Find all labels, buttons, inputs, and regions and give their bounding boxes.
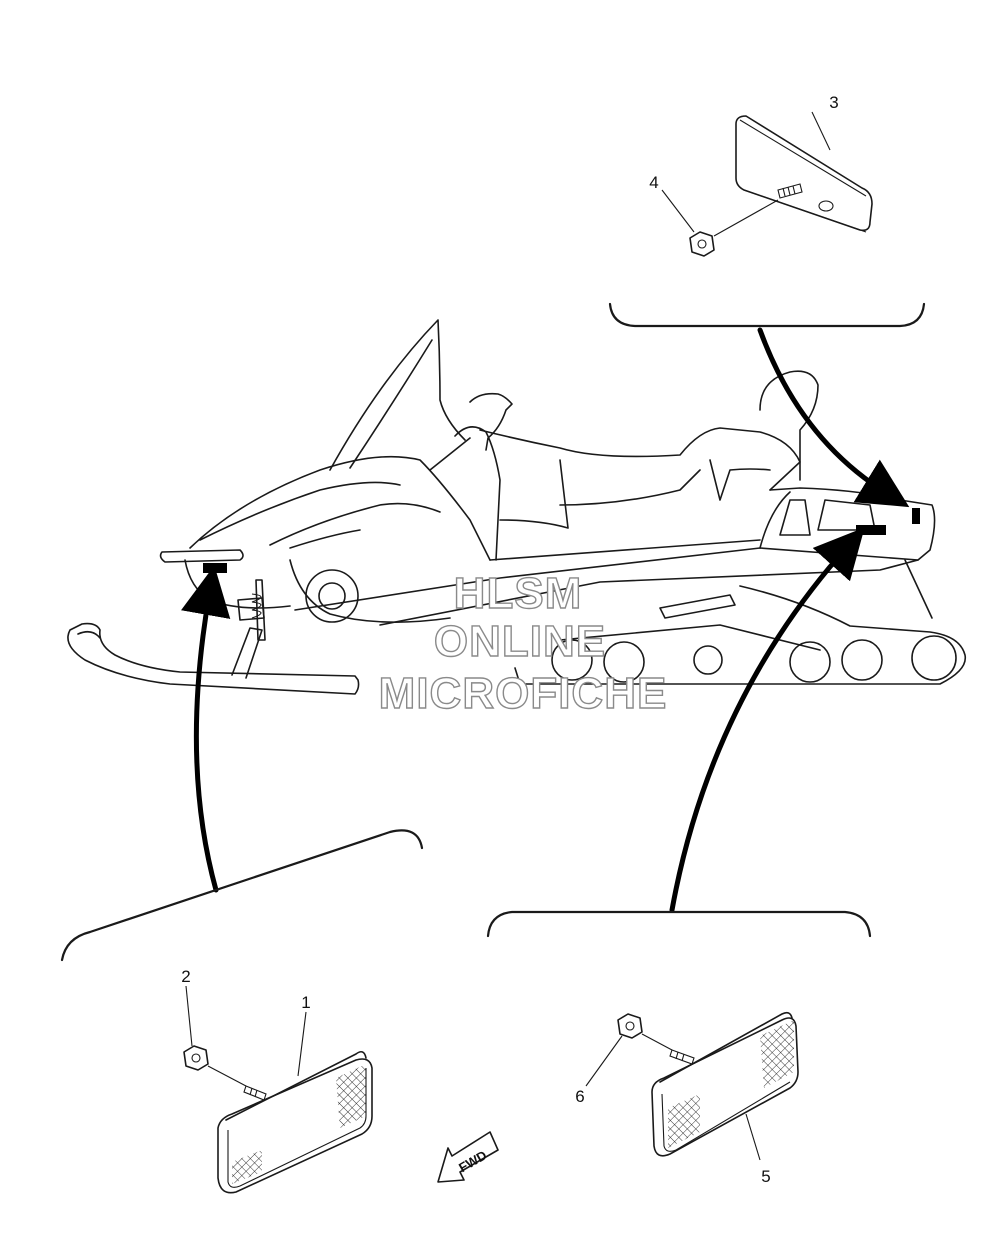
watermark: HLSM ONLINE MICROFICHE (378, 568, 668, 718)
detail-brackets (60, 302, 926, 962)
leader-line-5 (745, 1113, 761, 1161)
watermark-line-3: MICROFICHE (379, 669, 668, 718)
rear-reflector-location-marker (912, 508, 920, 524)
watermark-line-1: HLSM (454, 569, 583, 618)
watermark-line-2: ONLINE (434, 617, 606, 666)
rear-side-reflector-location-marker (856, 525, 886, 535)
snowmobile-illustration (67, 319, 967, 695)
side-leader-arrow (669, 527, 865, 913)
front-reflector-location-marker (203, 563, 227, 573)
callout-5: 5 (761, 1167, 770, 1186)
rear-leader-arrow (757, 327, 910, 508)
leader-arrows (181, 327, 910, 913)
part-2-nut (183, 1045, 209, 1071)
part-6-nut (617, 1013, 643, 1039)
callout-3: 3 (829, 93, 838, 112)
callout-1: 1 (301, 993, 310, 1012)
forward-direction-arrow: FWD (437, 1131, 499, 1183)
part-3-rear-reflector (735, 115, 873, 233)
callout-4: 4 (649, 173, 658, 192)
fwd-label: FWD (456, 1147, 489, 1175)
part-5-side-reflector (651, 1011, 799, 1157)
left-detail-bracket (60, 829, 424, 962)
callout-2: 2 (181, 967, 190, 986)
leader-line-1 (297, 1011, 307, 1077)
leader-line-4 (661, 189, 695, 233)
right-detail-bracket (486, 910, 872, 938)
front-leader-arrow (181, 565, 231, 893)
top-detail-bracket (608, 302, 926, 328)
leader-line-3 (811, 111, 831, 151)
part-4-nut (689, 231, 715, 257)
part-1-front-reflector (217, 1050, 373, 1194)
leader-line-2 (185, 985, 193, 1047)
leader-line-6 (585, 1035, 623, 1087)
callout-6: 6 (575, 1087, 584, 1106)
